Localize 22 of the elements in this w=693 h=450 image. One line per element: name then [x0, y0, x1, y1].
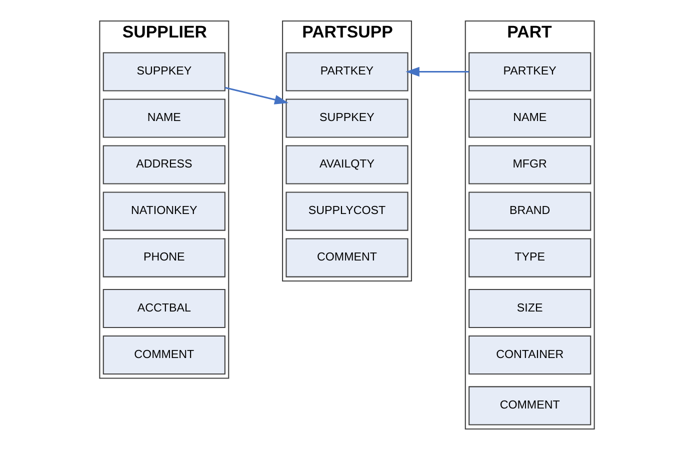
node-box: AVAILQTY	[285, 145, 408, 184]
node-box: COMMENT	[468, 386, 591, 426]
arrow	[224, 86, 288, 104]
node-box: BRAND	[468, 192, 591, 231]
node-box: SUPPKEY	[102, 52, 225, 92]
arrow	[405, 66, 468, 77]
node-box: SIZE	[468, 288, 591, 328]
node-box: ACCTBAL	[102, 288, 225, 328]
node-box: CONTAINER	[468, 335, 591, 375]
node-box: COMMENT	[102, 335, 225, 375]
node-box: SUPPLYCOST	[285, 192, 408, 231]
node-box: MFGR	[468, 145, 591, 184]
node-box: NAME	[102, 98, 225, 138]
node-box: COMMENT	[285, 238, 408, 278]
node-box: ADDRESS	[102, 145, 225, 184]
node-box: PARTKEY	[285, 52, 408, 92]
node-box: PARTKEY	[468, 52, 591, 92]
node-box: SUPPKEY	[285, 98, 408, 138]
node-box: PHONE	[102, 238, 225, 278]
node-box: NAME	[468, 98, 591, 138]
node-box: NATIONKEY	[102, 192, 225, 231]
node-box: TYPE	[468, 238, 591, 278]
